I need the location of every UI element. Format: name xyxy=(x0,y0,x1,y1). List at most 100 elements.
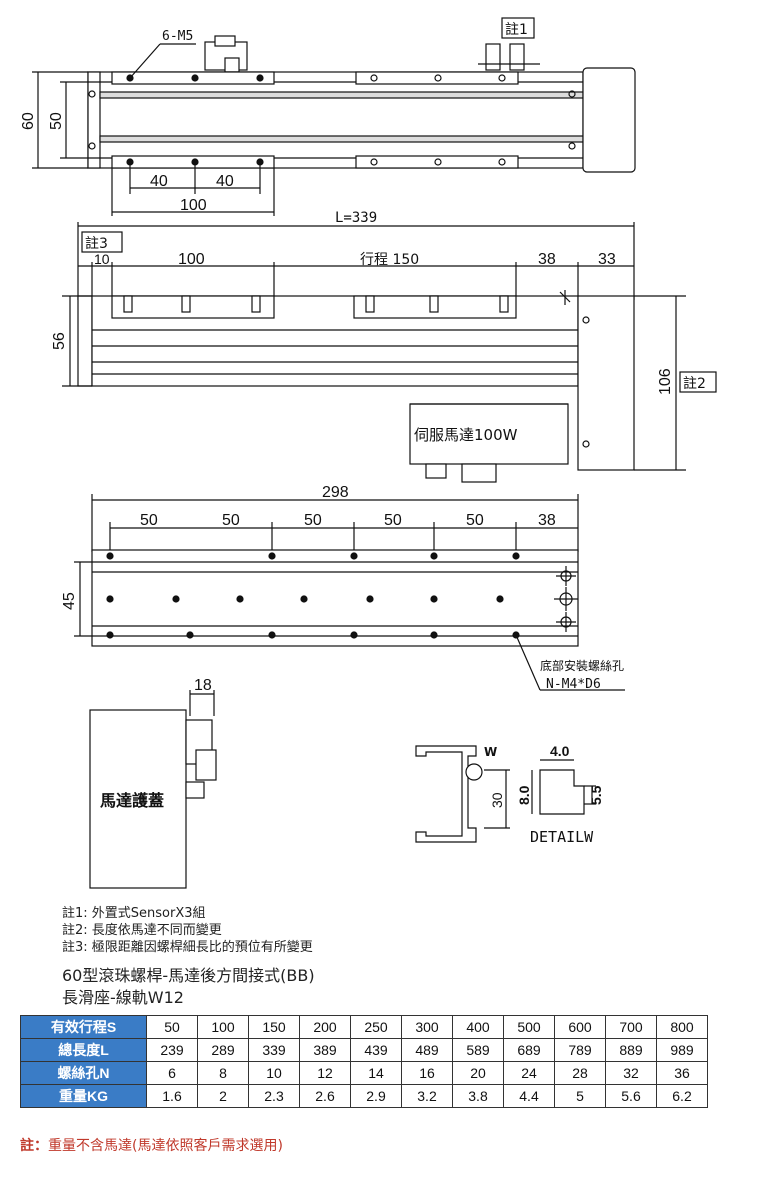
dim-4: 4.0 xyxy=(550,743,570,759)
table-cell: 400 xyxy=(452,1015,504,1039)
dim-total-298: 298 xyxy=(322,484,349,501)
dim-w: W xyxy=(484,745,497,759)
footer-note: 註：重量不含馬達(馬達依照客戶需求選用) xyxy=(20,1135,283,1155)
table-cell: 3.2 xyxy=(401,1084,453,1108)
table-cell: 24 xyxy=(503,1061,555,1085)
table-cell: 32 xyxy=(605,1061,657,1085)
dim-tail: 38 xyxy=(538,251,556,268)
top-view xyxy=(32,17,636,216)
end-view xyxy=(89,690,217,889)
table-cell: 250 xyxy=(350,1015,402,1039)
table-cell: 689 xyxy=(503,1038,555,1062)
row-header: 重量KG xyxy=(20,1084,147,1108)
dim-height-56: 56 xyxy=(51,332,68,350)
footer-prefix: 註： xyxy=(20,1138,48,1154)
hole-callout: N-M4*D6 xyxy=(546,677,601,692)
notes: 註1: 外置式SensorX3組 註2: 長度依馬達不同而變更 註3: 極限距離… xyxy=(62,905,313,956)
table-cell: 389 xyxy=(299,1038,351,1062)
table-cell: 589 xyxy=(452,1038,504,1062)
dim-height-45: 45 xyxy=(61,592,78,610)
profile-view xyxy=(415,745,596,843)
side-view xyxy=(62,222,717,483)
dim-30: 30 xyxy=(489,792,505,808)
table-cell: 300 xyxy=(401,1015,453,1039)
dim-stroke: 行程 150 xyxy=(360,252,419,268)
dim-5-5: 5.5 xyxy=(588,785,604,805)
note-ref-2: 註2 xyxy=(683,376,706,392)
row-header: 總長度L xyxy=(20,1038,147,1062)
table-cell: 10 xyxy=(248,1061,300,1085)
dim-height-outer: 60 xyxy=(20,112,37,130)
table-cell: 700 xyxy=(605,1015,657,1039)
motor-label: 伺服馬達100W xyxy=(414,426,518,444)
table-cell: 150 xyxy=(248,1015,300,1039)
dim-carriage: 100 xyxy=(178,251,205,268)
table-cell: 600 xyxy=(554,1015,606,1039)
table-cell: 50 xyxy=(146,1015,198,1039)
table-cell: 5.6 xyxy=(605,1084,657,1108)
table-cell: 800 xyxy=(656,1015,708,1039)
table-cell: 20 xyxy=(452,1061,504,1085)
dim-pitch-1: 50 xyxy=(140,512,158,529)
note-2: 註2: 長度依馬達不同而變更 xyxy=(62,923,222,938)
table-cell: 28 xyxy=(554,1061,606,1085)
dim-height-inner: 50 xyxy=(48,112,65,130)
note-1: 註1: 外置式SensorX3組 xyxy=(62,906,206,921)
table-cell: 100 xyxy=(197,1015,249,1039)
technical-drawing: 6-M5 註1 60 50 40 40 100 L=339 註3 10 100 … xyxy=(20,17,717,889)
table-cell: 1.6 xyxy=(146,1084,198,1108)
table-cell: 239 xyxy=(146,1038,198,1062)
table-cell: 14 xyxy=(350,1061,402,1085)
table-cell: 2 xyxy=(197,1084,249,1108)
dim-motor-block: 33 xyxy=(598,251,616,268)
dim-pitch-3: 50 xyxy=(304,512,322,529)
note-ref-3: 註3 xyxy=(85,236,108,252)
table-cell: 889 xyxy=(605,1038,657,1062)
table-cell: 2.3 xyxy=(248,1084,300,1108)
table-cell: 3.8 xyxy=(452,1084,504,1108)
table-cell: 500 xyxy=(503,1015,555,1039)
table-cell: 289 xyxy=(197,1038,249,1062)
cover-label: 馬達護蓋 xyxy=(100,791,164,810)
dim-pitch-2: 50 xyxy=(222,512,240,529)
dim-end-10: 10 xyxy=(94,251,110,267)
length-label: L=339 xyxy=(335,210,377,226)
title-line-2: 長滑座-線軌W12 xyxy=(62,988,184,1007)
table-cell: 439 xyxy=(350,1038,402,1062)
dim-pitch-4: 50 xyxy=(384,512,402,529)
detail-label: DETAILW xyxy=(530,828,594,846)
screw-callout: 6-M5 xyxy=(162,29,193,44)
row-header: 有效行程S xyxy=(20,1015,147,1039)
dim-pitch-a: 40 xyxy=(150,173,168,190)
dim-pitch-b: 40 xyxy=(216,173,234,190)
dim-cover-width: 18 xyxy=(194,677,212,694)
dim-end-38: 38 xyxy=(538,512,556,529)
row-header: 螺絲孔N xyxy=(20,1061,147,1085)
title-line-1: 60型滾珠螺桿-馬達後方間接式(BB) xyxy=(62,966,315,985)
table-cell: 4.4 xyxy=(503,1084,555,1108)
dim-8: 8.0 xyxy=(516,785,532,805)
table-cell: 2.6 xyxy=(299,1084,351,1108)
table-cell: 2.9 xyxy=(350,1084,402,1108)
table-cell: 6.2 xyxy=(656,1084,708,1108)
table-cell: 5 xyxy=(554,1084,606,1108)
note-ref-1: 註1 xyxy=(505,22,528,38)
table-cell: 339 xyxy=(248,1038,300,1062)
table-cell: 36 xyxy=(656,1061,708,1085)
table-cell: 8 xyxy=(197,1061,249,1085)
table-cell: 200 xyxy=(299,1015,351,1039)
table-cell: 12 xyxy=(299,1061,351,1085)
table-cell: 6 xyxy=(146,1061,198,1085)
dim-span: 100 xyxy=(180,197,207,214)
table-cell: 489 xyxy=(401,1038,453,1062)
note-3: 註3: 極限距離因螺桿細長比的預位有所變更 xyxy=(62,940,313,955)
bottom-view xyxy=(74,494,625,691)
table-cell: 789 xyxy=(554,1038,606,1062)
footer-text: 重量不含馬達(馬達依照客戶需求選用) xyxy=(48,1138,283,1154)
hole-label: 底部安裝螺絲孔 xyxy=(540,658,624,673)
